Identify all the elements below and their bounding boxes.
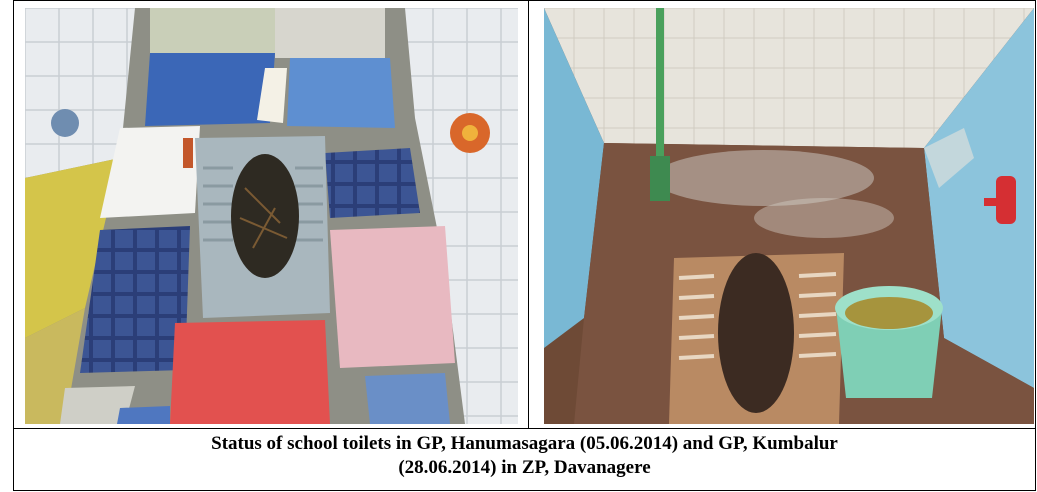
figure-caption: Status of school toilets in GP, Hanumasa…	[13, 432, 1036, 480]
caption-line-1: Status of school toilets in GP, Hanumasa…	[211, 433, 838, 454]
figure-frame	[13, 0, 1036, 491]
row-divider	[13, 428, 1036, 429]
column-divider	[528, 0, 529, 428]
caption-line-2: (28.06.2014) in ZP, Davanagere	[398, 457, 651, 478]
photo-hanumasagara-toilet	[25, 8, 518, 424]
photo-kumbalur-toilet	[544, 8, 1034, 424]
